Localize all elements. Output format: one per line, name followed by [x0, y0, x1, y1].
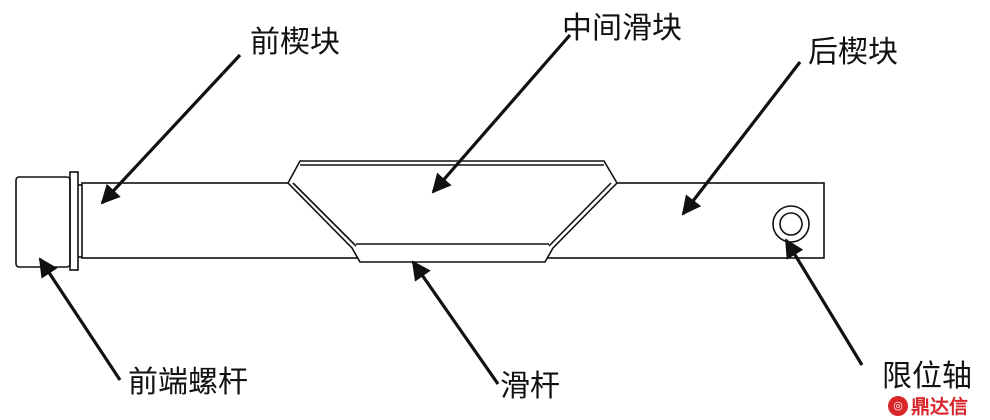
limit-shaft-inner	[779, 212, 803, 236]
arrow-middle-slider	[431, 33, 572, 194]
front-screw-cap	[15, 176, 71, 268]
watermark-logo-icon: ◎	[888, 395, 908, 416]
limit-shaft-outer	[772, 205, 810, 243]
arrow-front-screw	[38, 257, 122, 381]
label-limit-shaft: 限位轴	[882, 359, 972, 394]
middle-slider-inner-right	[548, 182, 612, 247]
label-slide-rod: 滑杆	[500, 369, 560, 404]
label-rear-wedge: 后楔块	[808, 35, 898, 70]
arrow-front-wedge	[100, 53, 242, 205]
arrow-rear-wedge	[681, 61, 802, 216]
middle-slider	[287, 160, 619, 263]
label-middle-slider: 中间滑块	[562, 11, 682, 46]
middle-slider-inner-left	[292, 182, 357, 247]
front-screw-flange	[69, 171, 79, 271]
arrow-limit-shaft	[784, 238, 864, 366]
watermark-text: 鼎达信	[911, 396, 969, 418]
arrow-slide-rod	[411, 260, 500, 385]
label-front-screw: 前端螺杆	[128, 365, 248, 400]
watermark: ◎ 鼎达信	[888, 392, 968, 419]
label-front-wedge: 前楔块	[250, 25, 340, 60]
